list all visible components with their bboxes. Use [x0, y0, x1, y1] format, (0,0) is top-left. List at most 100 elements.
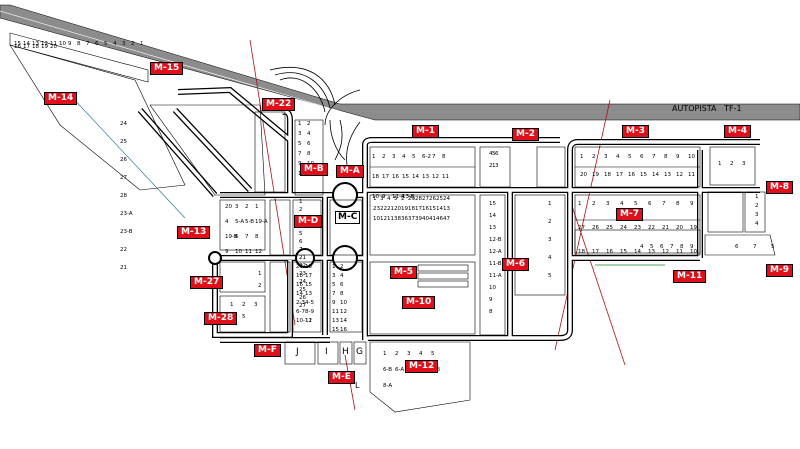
lot-number-mf: 19 [305, 264, 312, 270]
lot-number-m5: 22 [380, 206, 387, 212]
lot-number-m13: 4 [225, 219, 229, 225]
sector-label-m12[interactable]: M-12 [405, 360, 439, 373]
lot-number-m14: 28 [120, 193, 127, 199]
lot-number-m6: 1 [548, 201, 552, 207]
lot-number-m7: 27 [578, 225, 585, 231]
sector-label-ma[interactable]: M-A [336, 165, 364, 178]
lot-number-m5: 2 [401, 196, 405, 202]
lot-number-m15: 2 [131, 41, 135, 47]
lot-number-m1: 13 [422, 174, 429, 180]
lot-number-m3: 5 [628, 154, 632, 160]
lot-number-m13: 8 [255, 234, 259, 240]
lot-number-m2: 2 [489, 163, 493, 169]
lot-number-m14: 25 [120, 139, 127, 145]
lot-number-me: 11 [332, 309, 339, 315]
lot-number-m13: 10 [235, 249, 242, 255]
lot-number-md: 25 [299, 287, 306, 293]
sector-label-mf[interactable]: M-F [254, 344, 281, 357]
lot-number-m9: 7 [753, 244, 757, 250]
sector-label-m22[interactable]: M-22 [262, 98, 296, 111]
lot-number-md: 1 [299, 199, 303, 205]
lot-number-m3: 18 [604, 172, 611, 178]
lot-number-m14: 22 [120, 247, 127, 253]
sector-label-m1[interactable]: M-1 [412, 125, 439, 138]
lot-number-m5: 4 [387, 196, 391, 202]
lot-number-m13: 3 [235, 204, 239, 210]
lot-number-m10_col: 12-B [489, 237, 502, 243]
lot-number-m3: 2 [592, 154, 596, 160]
lot-number-m7: 19 [690, 225, 697, 231]
lot-number-m3: 9 [676, 154, 680, 160]
lot-number-md: 26 [299, 295, 306, 301]
lot-number-md: 24 [299, 279, 306, 285]
lot-number-m6: 4 [548, 255, 552, 261]
sector-label-m11[interactable]: M-11 [673, 270, 707, 283]
sector-label-m4[interactable]: M-4 [724, 125, 751, 138]
lot-number-m15: 13 [32, 41, 39, 47]
lot-number-m1: 1 [372, 154, 376, 160]
sector-label-mc[interactable]: M-C [335, 211, 361, 224]
lot-number-m5: 16 [422, 206, 429, 212]
sector-label-m9[interactable]: M-9 [766, 264, 793, 277]
lot-number-m15: 16 [14, 44, 21, 50]
lot-number-m14: 23-B [120, 229, 133, 235]
lot-number-m5: 25 [436, 196, 443, 202]
lot-number-m10_col: 15 [489, 201, 496, 207]
sector-label-md[interactable]: M-D [294, 215, 323, 228]
lot-number-m6: 2 [548, 219, 552, 225]
block-g: G [356, 347, 363, 357]
lot-number-mf: 6-7 [296, 309, 305, 315]
lot-number-m1: 14 [412, 174, 419, 180]
lot-number-mf: 2-3 [296, 300, 305, 306]
lot-number-m5: 47 [443, 216, 450, 222]
lot-number-mf: 14 [296, 291, 303, 297]
lot-number-m12: 4 [419, 351, 423, 357]
lot-number-m7: 11 [676, 249, 683, 255]
sector-label-mb[interactable]: M-B [300, 163, 328, 176]
sector-label-m14[interactable]: M-14 [44, 92, 78, 105]
sector-label-m2[interactable]: M-2 [512, 128, 539, 141]
sector-label-m27[interactable]: M-27 [190, 276, 224, 289]
lot-number-m12: 6-B [383, 367, 392, 373]
sector-label-m13[interactable]: M-13 [177, 226, 211, 239]
sector-label-m28[interactable]: M-28 [204, 312, 238, 325]
lot-number-m10_col: 12-A [489, 249, 502, 255]
lot-number-m7: 9 [690, 201, 694, 207]
lot-number-m1: 9 [382, 194, 386, 200]
lot-number-m1: 13-B [402, 194, 415, 200]
lot-number-m7: 1 [578, 201, 582, 207]
lot-number-m13: 9 [225, 249, 229, 255]
lot-number-mb: 8 [307, 151, 311, 157]
lot-number-m15: 10 [59, 41, 66, 47]
lot-number-me: 4 [340, 273, 344, 279]
lot-number-md: 23 [299, 271, 306, 277]
lot-number-m5: 18 [408, 206, 415, 212]
lot-number-m3: 19 [592, 172, 599, 178]
lot-number-m5: 20 [394, 206, 401, 212]
lot-number-m28: 3 [254, 302, 258, 308]
lot-number-m1: 12 [432, 174, 439, 180]
lot-number-m12: 8-A [383, 383, 392, 389]
lot-number-m12: 6-A [395, 367, 404, 373]
sector-label-me[interactable]: M-E [328, 371, 355, 384]
lot-number-m15: 5 [104, 41, 108, 47]
block-h: H [342, 347, 349, 357]
lot-number-m7: 6 [648, 201, 652, 207]
lot-number-m3: 20 [580, 172, 587, 178]
lot-number-m7: 26 [592, 225, 599, 231]
sector-label-m15[interactable]: M-15 [150, 62, 184, 75]
lot-number-m3: 6 [640, 154, 644, 160]
sector-label-m7[interactable]: M-7 [616, 208, 643, 221]
lot-number-m10_col: 14 [489, 213, 496, 219]
sector-label-m8[interactable]: M-8 [766, 181, 793, 194]
lot-number-m7: 10 [690, 249, 697, 255]
lot-number-m1: 10 [372, 194, 379, 200]
lot-number-m15: 11 [50, 41, 57, 47]
sector-label-m5[interactable]: M-5 [390, 266, 417, 279]
lot-number-mf: 10-11 [296, 318, 312, 324]
sector-label-m10[interactable]: M-10 [402, 296, 436, 309]
sector-label-m6[interactable]: M-6 [502, 258, 529, 271]
lot-number-m7: 25 [606, 225, 613, 231]
lot-number-m14: 26 [120, 157, 127, 163]
sector-label-m3[interactable]: M-3 [622, 125, 649, 138]
